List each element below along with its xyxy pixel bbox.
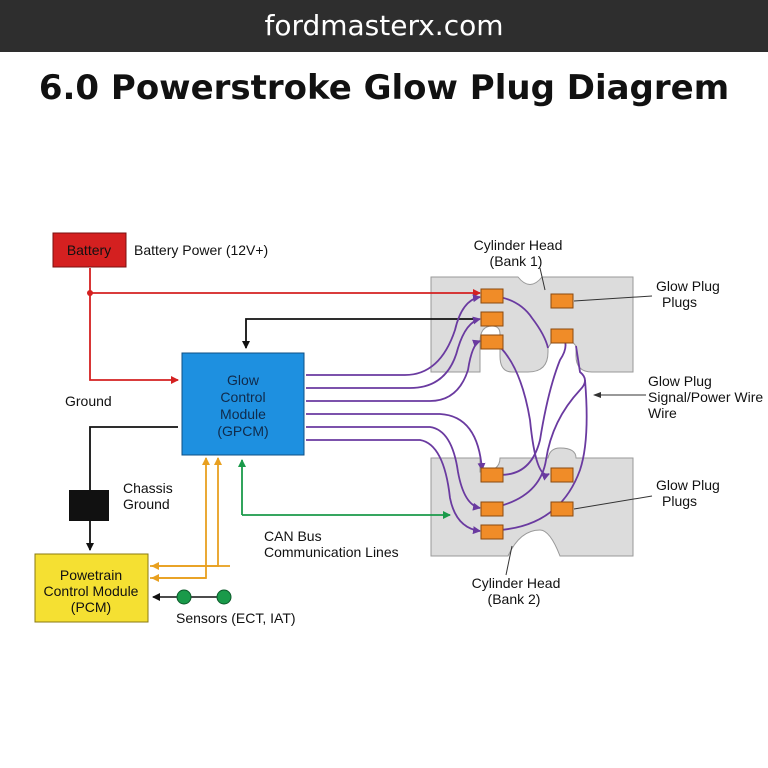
- glow-plug-6: [480, 467, 504, 483]
- can-bus-label-1: CAN Bus: [264, 528, 322, 544]
- glow-plug-wire-label-2: Signal/Power Wire: [648, 389, 763, 405]
- glow-plug-2: [480, 311, 504, 327]
- cylinder-head-bank-1: [430, 276, 634, 373]
- bank1-label-2: (Bank 1): [490, 253, 543, 269]
- pcm-label-2: Control Module: [44, 583, 139, 599]
- bank2-label-1: Cylinder Head: [472, 575, 561, 591]
- cylinder-head-bank-2: [430, 447, 634, 557]
- sensor-wires: [150, 457, 230, 582]
- chassis-ground-block: [69, 490, 109, 521]
- pcm-box: [34, 553, 149, 623]
- site-banner: fordmasterx.com: [0, 0, 768, 52]
- battery-power-label: Battery Power (12V+): [134, 242, 268, 258]
- page-title: 6.0 Powerstroke Glow Plug Diagrem: [38, 68, 730, 108]
- glow-plug-8: [480, 524, 504, 540]
- pcm-label-1: Powetrain: [60, 567, 122, 583]
- battery-power-wire: [87, 268, 481, 384]
- can-bus-label-2: Communication Lines: [264, 544, 399, 560]
- glow-plugs-bottom-label-1: Glow Plug: [656, 477, 720, 493]
- gpcm-label-4: (GPCM): [217, 423, 268, 439]
- glow-plug-wire-label-1: Glow Plug: [648, 373, 712, 389]
- sensor-iat-dot: [216, 589, 232, 605]
- glow-plugs-top-label-2: Plugs: [662, 294, 697, 310]
- glow-plug-3: [480, 334, 504, 350]
- callout-leaders: [505, 267, 653, 576]
- ground-wires: [86, 318, 478, 551]
- glow-plugs-bottom-label-2: Plugs: [662, 493, 697, 509]
- glow-plug-7: [480, 501, 504, 517]
- glow-plugs-top-label-1: Glow Plug: [656, 278, 720, 294]
- sensors-label: Sensors (ECT, IAT): [176, 610, 296, 626]
- chassis-ground-label-2: Ground: [123, 496, 170, 512]
- glow-plug-signal-wires: [306, 294, 588, 535]
- sensor-ect-dot: [176, 589, 192, 605]
- glow-plug-4: [550, 293, 574, 309]
- gpcm-label-2: Control: [220, 389, 265, 405]
- bank1-label-1: Cylinder Head: [474, 237, 563, 253]
- gpcm-box: [181, 352, 305, 456]
- can-bus-wire: [238, 459, 451, 519]
- glow-plug-wire-label-3: Wire: [648, 405, 677, 421]
- glow-plug-10: [550, 501, 574, 517]
- chassis-ground-label-1: Chassis: [123, 480, 173, 496]
- ground-label: Ground: [65, 393, 112, 409]
- sensors: [152, 589, 232, 605]
- gpcm-label-3: Module: [220, 406, 266, 422]
- gpcm-label-1: Glow: [227, 372, 260, 388]
- site-name: fordmasterx.com: [264, 9, 504, 42]
- battery-label: Battery: [67, 242, 111, 258]
- bank2-label-2: (Bank 2): [488, 591, 541, 607]
- pcm-label-3: (PCM): [71, 599, 111, 615]
- glow-plug-1: [480, 288, 504, 304]
- glow-plug-9: [550, 467, 574, 483]
- battery-box: [52, 232, 127, 268]
- glow-plug-5: [550, 328, 574, 344]
- glow-plugs: [480, 288, 574, 540]
